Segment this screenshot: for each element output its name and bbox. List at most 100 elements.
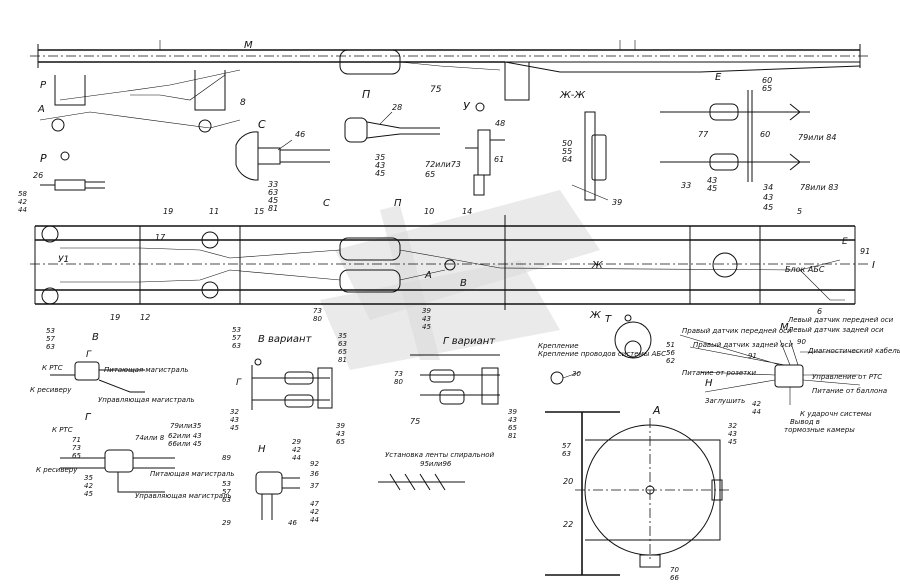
detail-v [50,361,145,393]
ref-50: 50 [562,139,572,148]
tormoz-kamer: тормозные камеры [784,426,855,434]
ref-66-a: 66 [670,574,679,582]
mark-i: I [872,260,875,271]
ref-45-g: 45 [84,490,93,498]
ref-44-n: 44 [292,454,301,462]
mark-zh-bottom: Ж [589,310,602,321]
ref-37-n: 37 [310,482,319,490]
power-rozetka: Питание от розетки [682,369,756,377]
mark-p: П [394,198,402,209]
ref-63-vv: 63 [232,342,241,350]
ref-39-plan: 39 [422,307,431,315]
mark-n: Н [705,378,713,389]
ref-43-gv: 43 [508,416,517,424]
ref-74-g: 74или 8 [135,434,165,442]
ref-63-vv2: 63 [338,340,347,348]
k-resiv-g: К ресиверу [36,466,78,474]
ref-64: 64 [562,155,572,164]
ref-10: 10 [424,207,434,216]
ref-39-zh: 39 [612,198,622,207]
ref-62-t: 62 [666,357,675,365]
ref-60-e2: 60 [760,130,770,139]
ref-53-v: 53 [46,327,55,335]
ref-43-a: 43 [728,430,737,438]
detail-p [344,111,440,143]
ref-8: 8 [240,98,246,108]
k-resiv-v: К ресиверу [30,386,72,394]
mark-m-right: М [780,322,789,333]
ref-43-vv2: 43 [336,430,345,438]
section-p: П [362,88,370,101]
ref-33-s: 33 [268,180,278,189]
abs-block-label: Блок АБС [785,265,825,274]
clip-30 [550,371,581,385]
ref-20-a: 20 [563,477,573,486]
ref-80-gv: 80 [394,378,403,386]
ref-11: 11 [209,207,219,216]
plan-view-frame [30,215,870,310]
mark-v-plan: В [460,278,467,289]
ref-45-e2: 45 [763,203,773,212]
ref-75: 75 [430,85,442,95]
ref-42-g: 42 [84,482,93,490]
ref-36-n: 36 [310,470,319,478]
mark-m: М [244,40,253,51]
mark-g-small: Г [86,350,92,360]
detail-zh-zh [571,111,609,201]
ref-46-n: 46 [288,519,297,527]
mark-a-plan: А [424,270,432,281]
ref-46-s: 46 [295,130,305,139]
detail-t [614,314,652,359]
detail-n [255,471,300,520]
ref-51-t: 51 [666,341,675,349]
ref-47-n: 47 [310,500,319,508]
ref-53-vv: 53 [232,326,241,334]
ref-78: 78или 83 [800,183,838,192]
section-g-variant: Г вариант [443,336,496,347]
ref-57-v: 57 [46,335,55,343]
abs-connection-diagram [679,334,861,405]
detail-v-variant [251,358,333,410]
section-zh-zh: Ж-Ж [559,90,586,101]
control-rts: Управление от РТС [812,373,882,381]
vyvod: Вывод в [790,418,820,426]
ref-43-vv: 43 [230,416,239,424]
ref-73-plan: 73 [313,307,322,315]
ref-43-e: 43 [707,176,717,185]
ref-45-plan: 45 [422,323,431,331]
ref-65-e: 65 [762,84,772,93]
ref-42-n: 42 [292,446,301,454]
ref-17: 17 [155,233,166,242]
ref-63-n: 63 [222,496,231,504]
ref-35-vv: 35 [338,332,347,340]
ref-62-g: 62или 43 [168,432,202,440]
ref-89-n: 89 [222,454,231,462]
ref-71-g: 71 [72,436,81,444]
ref-63-v: 63 [46,343,55,351]
ref-56-t: 56 [666,349,675,357]
ref-73-gv: 73 [394,370,403,378]
ref-90: 90 [797,338,806,346]
ref-15: 15 [254,207,264,216]
ref-29-n: 29 [292,438,301,446]
ref-65-g: 65 [72,452,81,460]
upr-mag-v: Управляющая магистраль [98,396,195,404]
ref-81-s: 81 [268,204,278,213]
ref-35-g: 35 [84,474,93,482]
spiral-band [378,473,465,491]
ref-91-right: 91 [860,247,870,256]
ref-70-a: 70 [670,566,679,574]
section-r: Р [40,152,47,165]
ref-5: 5 [797,207,802,216]
mark-g-vv: Г [236,378,242,388]
section-n: Н [258,444,266,455]
detail-s [235,131,330,181]
ref-65-gv: 65 [508,424,517,432]
ref-65-vv: 65 [338,348,347,356]
ref-6: 6 [817,307,822,316]
ref-73-g: 73 [72,444,81,452]
ref-81-vv: 81 [338,356,347,364]
ref-43-p: 43 [375,161,385,170]
